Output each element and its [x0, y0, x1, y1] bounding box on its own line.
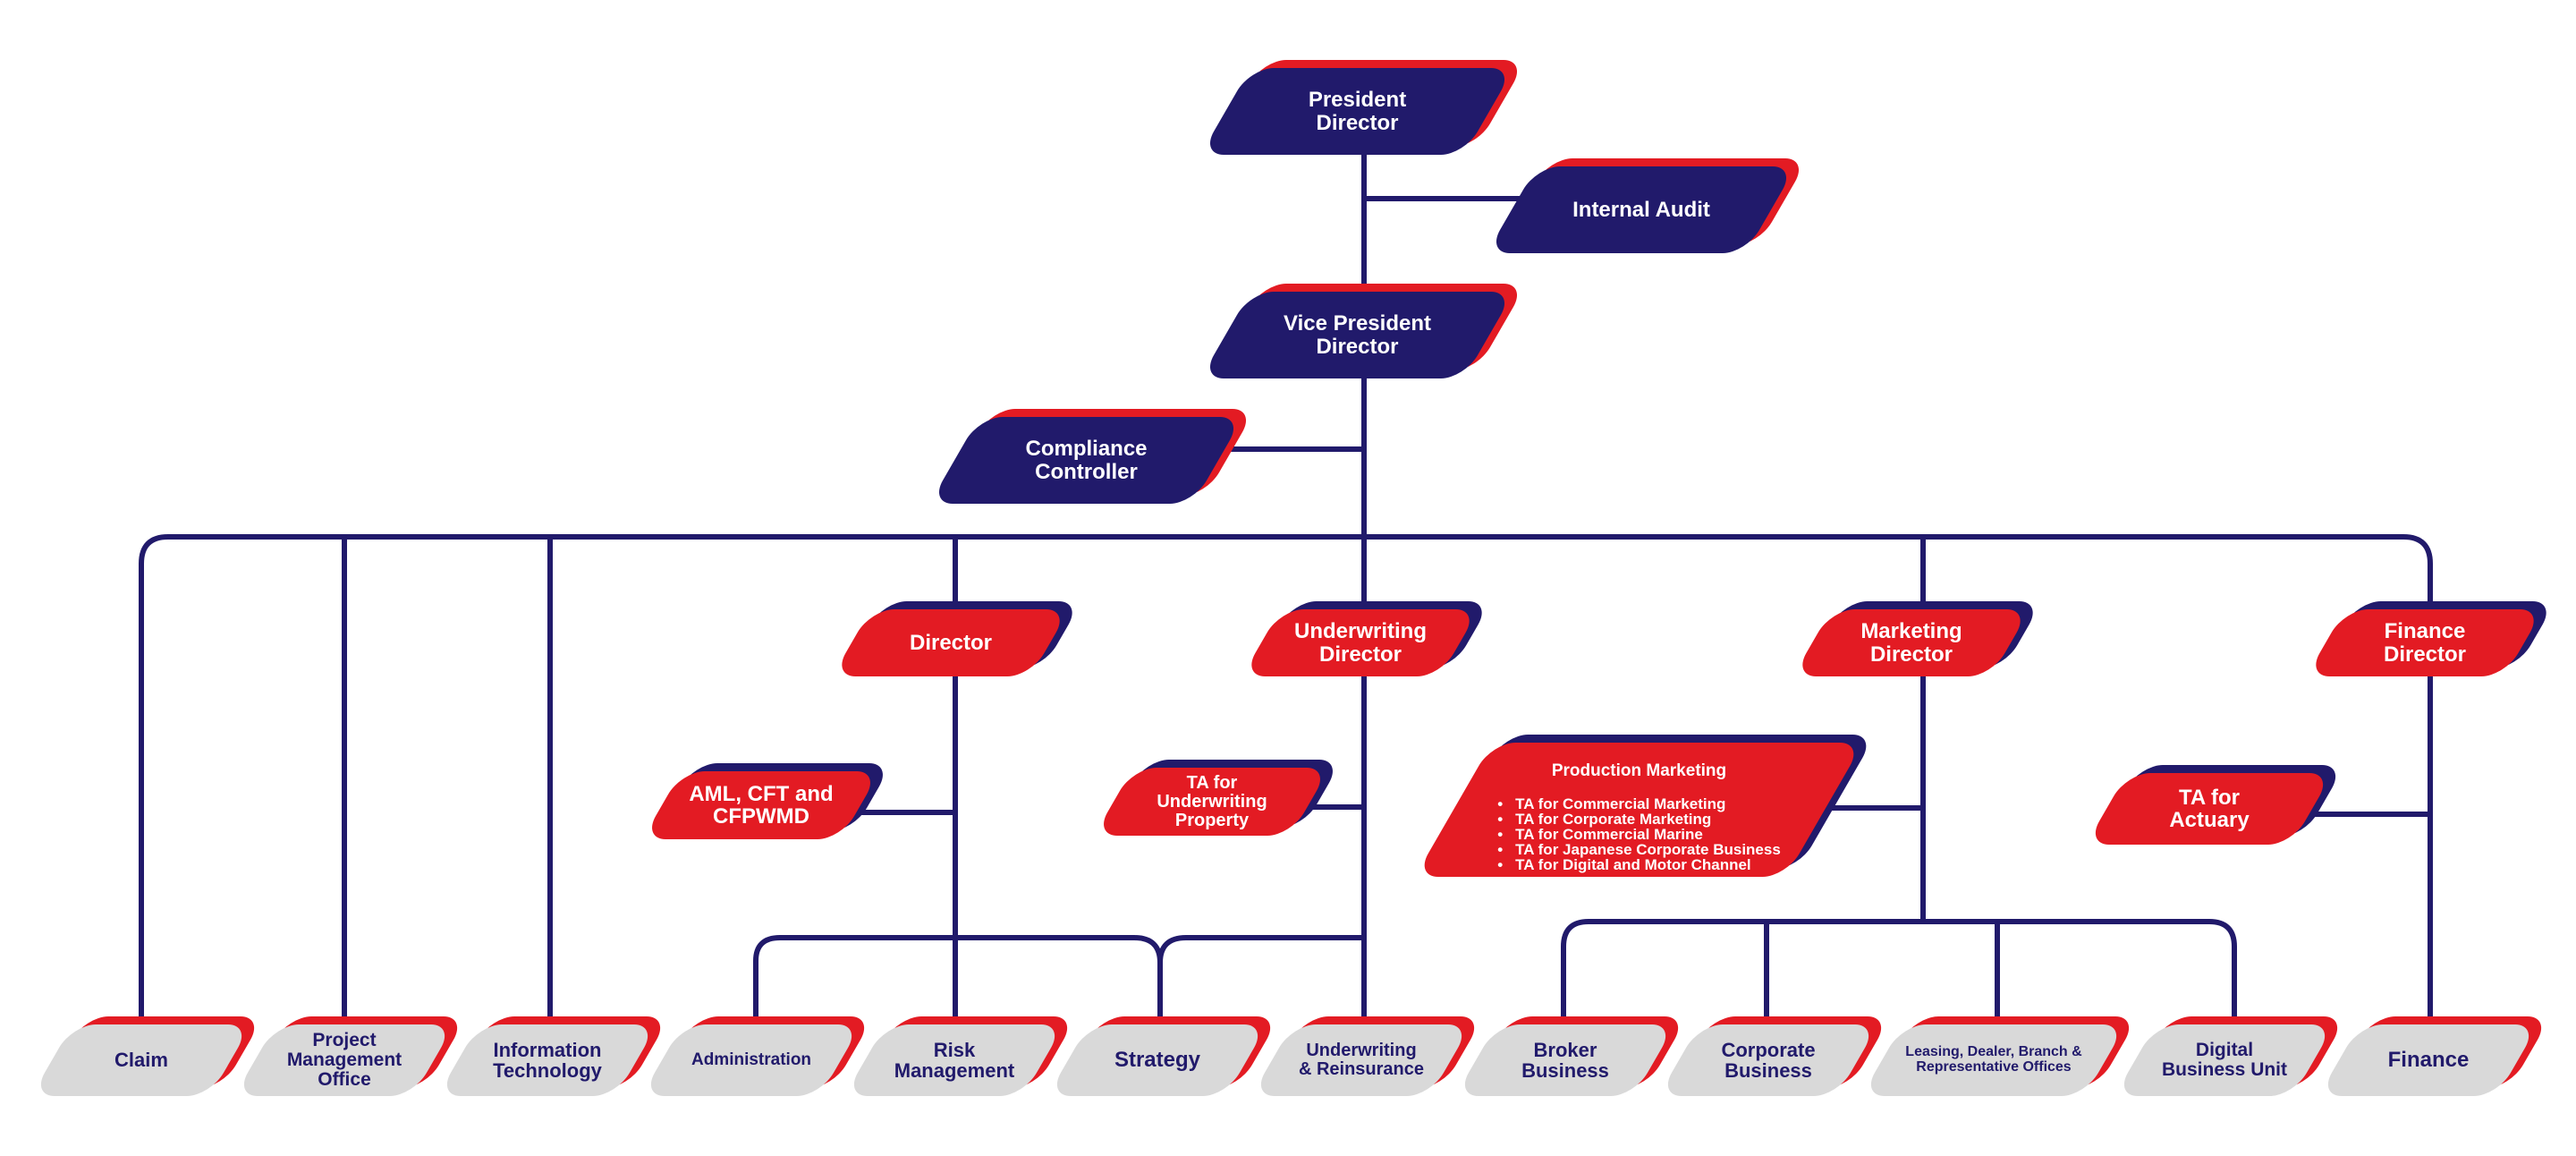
director-node: Director — [832, 601, 1082, 676]
strategy-label: Strategy — [1114, 1048, 1201, 1073]
corporate-business-label: Corporate Business — [1721, 1038, 1816, 1082]
leasing-dealer-branch-label: Leasing, Dealer, Branch & Representative… — [1905, 1044, 2082, 1075]
digital-business-unit-label: Digital Business Unit — [2161, 1039, 2288, 1080]
underwriting-director-node: Underwriting Director — [1241, 601, 1492, 676]
information-technology-label: Information Technology — [493, 1038, 602, 1082]
production-marketing-item: TA for Corporate Marketing — [1497, 812, 1781, 827]
compliance-controller-node: Compliance Controller — [928, 409, 1257, 504]
administration-label: Administration — [691, 1050, 812, 1070]
claim-node: Claim — [30, 1016, 265, 1096]
ta-underwriting-property-node: TA for Underwriting Property — [1094, 760, 1343, 836]
production-marketing-title: Production Marketing — [1551, 761, 1727, 780]
finance-node: Finance — [2318, 1016, 2552, 1096]
compliance-controller-label: Compliance Controller — [1025, 437, 1148, 484]
production-marketing-node: Production Marketing TA for Commercial M… — [1414, 735, 1877, 877]
project-management-office-label: Project Management Office — [286, 1029, 402, 1091]
internal-audit-node: Internal Audit — [1486, 158, 1809, 253]
strategy-node: Strategy — [1046, 1016, 1281, 1096]
production-marketing-item: TA for Commercial Marketing — [1497, 796, 1781, 812]
connector-top-bus — [139, 534, 2433, 1023]
administration-node: Administration — [640, 1016, 875, 1096]
aml-cft-cfpwmd-label: AML, CFT and CFPWMD — [689, 781, 834, 829]
underwriting-reinsurance-label: Underwriting & Reinsurance — [1298, 1041, 1425, 1079]
corporate-business-node: Corporate Business — [1657, 1016, 1892, 1096]
leasing-dealer-branch-node: Leasing, Dealer, Branch & Representative… — [1860, 1016, 2140, 1096]
risk-management-label: Risk Management — [894, 1038, 1015, 1082]
finance-director-label: Finance Director — [2383, 619, 2467, 667]
aml-cft-cfpwmd-node: AML, CFT and CFPWMD — [642, 763, 893, 839]
broker-business-node: Broker Business — [1454, 1016, 1689, 1096]
vice-president-director-node: Vice President Director — [1199, 284, 1528, 378]
connector-director-branch — [753, 935, 1367, 1023]
vice-president-director-label: Vice President Director — [1284, 311, 1431, 359]
digital-business-unit-node: Digital Business Unit — [2114, 1016, 2348, 1096]
underwriting-director-label: Underwriting Director — [1294, 619, 1427, 667]
ta-actuary-node: TA for Actuary — [2085, 765, 2346, 845]
information-technology-node: Information Technology — [436, 1016, 671, 1096]
broker-business-label: Broker Business — [1521, 1038, 1609, 1082]
production-marketing-item: TA for Digital and Motor Channel — [1497, 857, 1781, 872]
production-marketing-item: TA for Japanese Corporate Business — [1497, 842, 1781, 857]
president-director-label: President Director — [1308, 88, 1407, 135]
underwriting-reinsurance-node: Underwriting & Reinsurance — [1250, 1016, 1485, 1096]
finance-label: Finance — [2387, 1048, 2470, 1073]
ta-underwriting-property-label: TA for Underwriting Property — [1157, 772, 1267, 830]
production-marketing-content: Production Marketing TA for Commercial M… — [1453, 743, 1825, 877]
ta-actuary-label: TA for Actuary — [2169, 785, 2250, 832]
production-marketing-item: TA for Commercial Marine — [1497, 827, 1781, 842]
claim-label: Claim — [114, 1049, 168, 1072]
marketing-director-node: Marketing Director — [1792, 601, 2043, 676]
production-marketing-list: TA for Commercial Marketing TA for Corpo… — [1497, 796, 1781, 872]
risk-management-node: Risk Management — [843, 1016, 1078, 1096]
president-director-node: President Director — [1199, 60, 1528, 155]
connector-marketing-branch — [1561, 919, 2237, 1023]
finance-director-node: Finance Director — [2306, 601, 2556, 676]
director-label: Director — [909, 630, 993, 655]
marketing-director-label: Marketing Director — [1860, 619, 1962, 667]
project-management-office-node: Project Management Office — [233, 1016, 468, 1096]
internal-audit-label: Internal Audit — [1572, 197, 1710, 222]
